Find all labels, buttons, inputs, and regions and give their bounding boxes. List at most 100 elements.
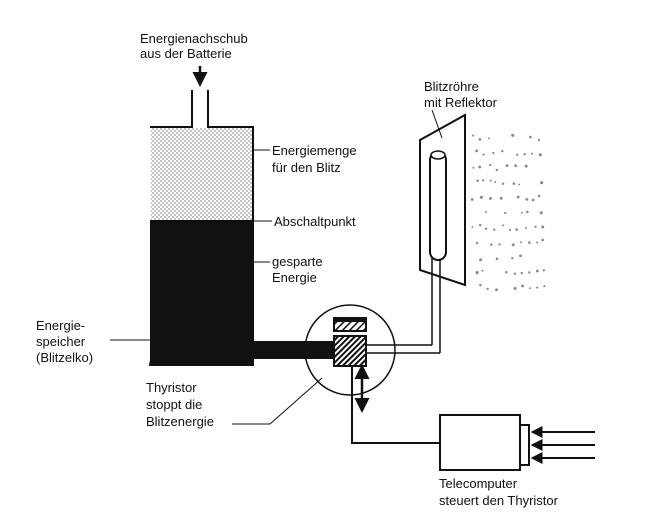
light-dot — [479, 258, 483, 262]
light-dot — [505, 164, 509, 168]
light-dot — [528, 271, 531, 274]
light-dot — [478, 223, 482, 227]
light-dot — [475, 271, 479, 275]
leader-thyristor — [232, 377, 323, 425]
light-dot — [541, 238, 545, 242]
light-dot — [524, 164, 528, 168]
light-dot — [495, 288, 498, 292]
light-dot — [475, 149, 479, 153]
light-dot — [539, 211, 543, 215]
sensor-port — [519, 424, 530, 466]
saved-energy-fill — [150, 221, 253, 365]
light-dot — [528, 241, 531, 244]
light-dot — [504, 211, 507, 215]
light-dot — [540, 181, 544, 185]
light-dot — [529, 135, 532, 139]
flash-tube-label-line1: Blitzröhre — [424, 79, 479, 94]
saved-energy-label-line1: gesparte — [272, 254, 323, 269]
light-dot — [493, 228, 496, 231]
light-dot — [484, 210, 487, 213]
light-dot — [489, 179, 492, 182]
light-dot — [494, 181, 497, 183]
light-dot — [472, 134, 475, 137]
light-dot — [542, 269, 546, 272]
light-dot — [526, 210, 529, 214]
light-dot — [484, 227, 488, 230]
light-dot — [531, 198, 535, 202]
light-dot — [508, 228, 512, 231]
telecomputer-label-line1: Telecomputer — [439, 476, 518, 491]
thyristor-label-line2: stoppt die — [146, 397, 202, 412]
telecomputer-box — [439, 414, 521, 471]
light-dot — [495, 257, 499, 261]
telecomputer — [439, 414, 530, 471]
light-dot — [511, 257, 514, 260]
supply-label-line2: aus der Batterie — [140, 46, 232, 61]
thyristor-label-line3: Blitzenergie — [146, 414, 214, 429]
supply-label-line1: Energienachschub — [140, 31, 248, 46]
light-dot — [481, 269, 484, 272]
light-dot — [479, 283, 482, 287]
light-dot — [537, 138, 541, 142]
light-dot — [501, 182, 505, 186]
light-emission — [470, 133, 546, 292]
light-dot — [513, 286, 517, 291]
storage-label-line2: speicher — [36, 334, 86, 349]
leader-tube — [431, 109, 443, 139]
light-dot — [482, 179, 485, 182]
light-dot — [511, 133, 515, 137]
light-dot — [536, 241, 539, 244]
capacitor-conductor-inner — [305, 341, 335, 359]
light-dot — [490, 243, 493, 246]
light-dot — [472, 166, 475, 169]
inlet-neck — [193, 90, 207, 128]
light-dot — [479, 195, 483, 199]
flash-energy-fill — [151, 128, 252, 220]
light-dot — [498, 243, 501, 246]
light-dot — [531, 152, 533, 155]
light-dot — [534, 225, 537, 228]
flash-tube-reflector — [419, 113, 466, 287]
light-dot — [535, 269, 539, 273]
light-dot — [537, 194, 541, 198]
light-dot — [538, 153, 542, 157]
light-dot — [519, 254, 522, 258]
light-dot — [536, 286, 539, 289]
storage-label-line1: Energie- — [36, 318, 85, 333]
thyristor-label-line1: Thyristor — [146, 380, 197, 395]
light-dot — [471, 226, 474, 228]
light-dot — [488, 137, 490, 140]
light-dot — [505, 271, 508, 274]
storage-label-line3: (Blitzelko) — [36, 350, 93, 365]
cutoff-point-label: Abschaltpunkt — [274, 214, 356, 229]
flash-tube-label-line2: mit Reflektor — [424, 95, 498, 110]
light-dot — [528, 287, 531, 290]
light-dot — [482, 153, 485, 156]
light-dot — [470, 198, 474, 201]
light-dot — [516, 195, 520, 199]
flash-amount-label-line1: Energiemenge — [272, 143, 357, 158]
light-dot — [541, 225, 545, 229]
light-dot — [520, 241, 523, 244]
light-dot — [521, 284, 524, 288]
light-dot — [486, 287, 489, 291]
light-dot — [499, 196, 503, 200]
light-dot — [476, 179, 479, 182]
saved-energy-label-line2: Energie — [272, 270, 317, 285]
light-dot — [516, 153, 519, 156]
light-dot — [511, 243, 515, 247]
light-dot — [520, 271, 523, 275]
flash-amount-label-line2: für den Blitz — [272, 160, 341, 175]
light-dot — [502, 224, 505, 227]
light-dot — [518, 183, 521, 186]
capacitor-vessel — [148, 89, 254, 366]
light-dot — [543, 285, 546, 288]
light-dot — [513, 272, 517, 275]
light-dot — [515, 228, 518, 231]
light-dot — [512, 182, 516, 185]
telecomputer-label-line2: steuert den Thyristor — [439, 493, 559, 508]
light-dot — [514, 164, 518, 168]
light-dot — [478, 138, 482, 141]
light-dot — [489, 163, 492, 167]
